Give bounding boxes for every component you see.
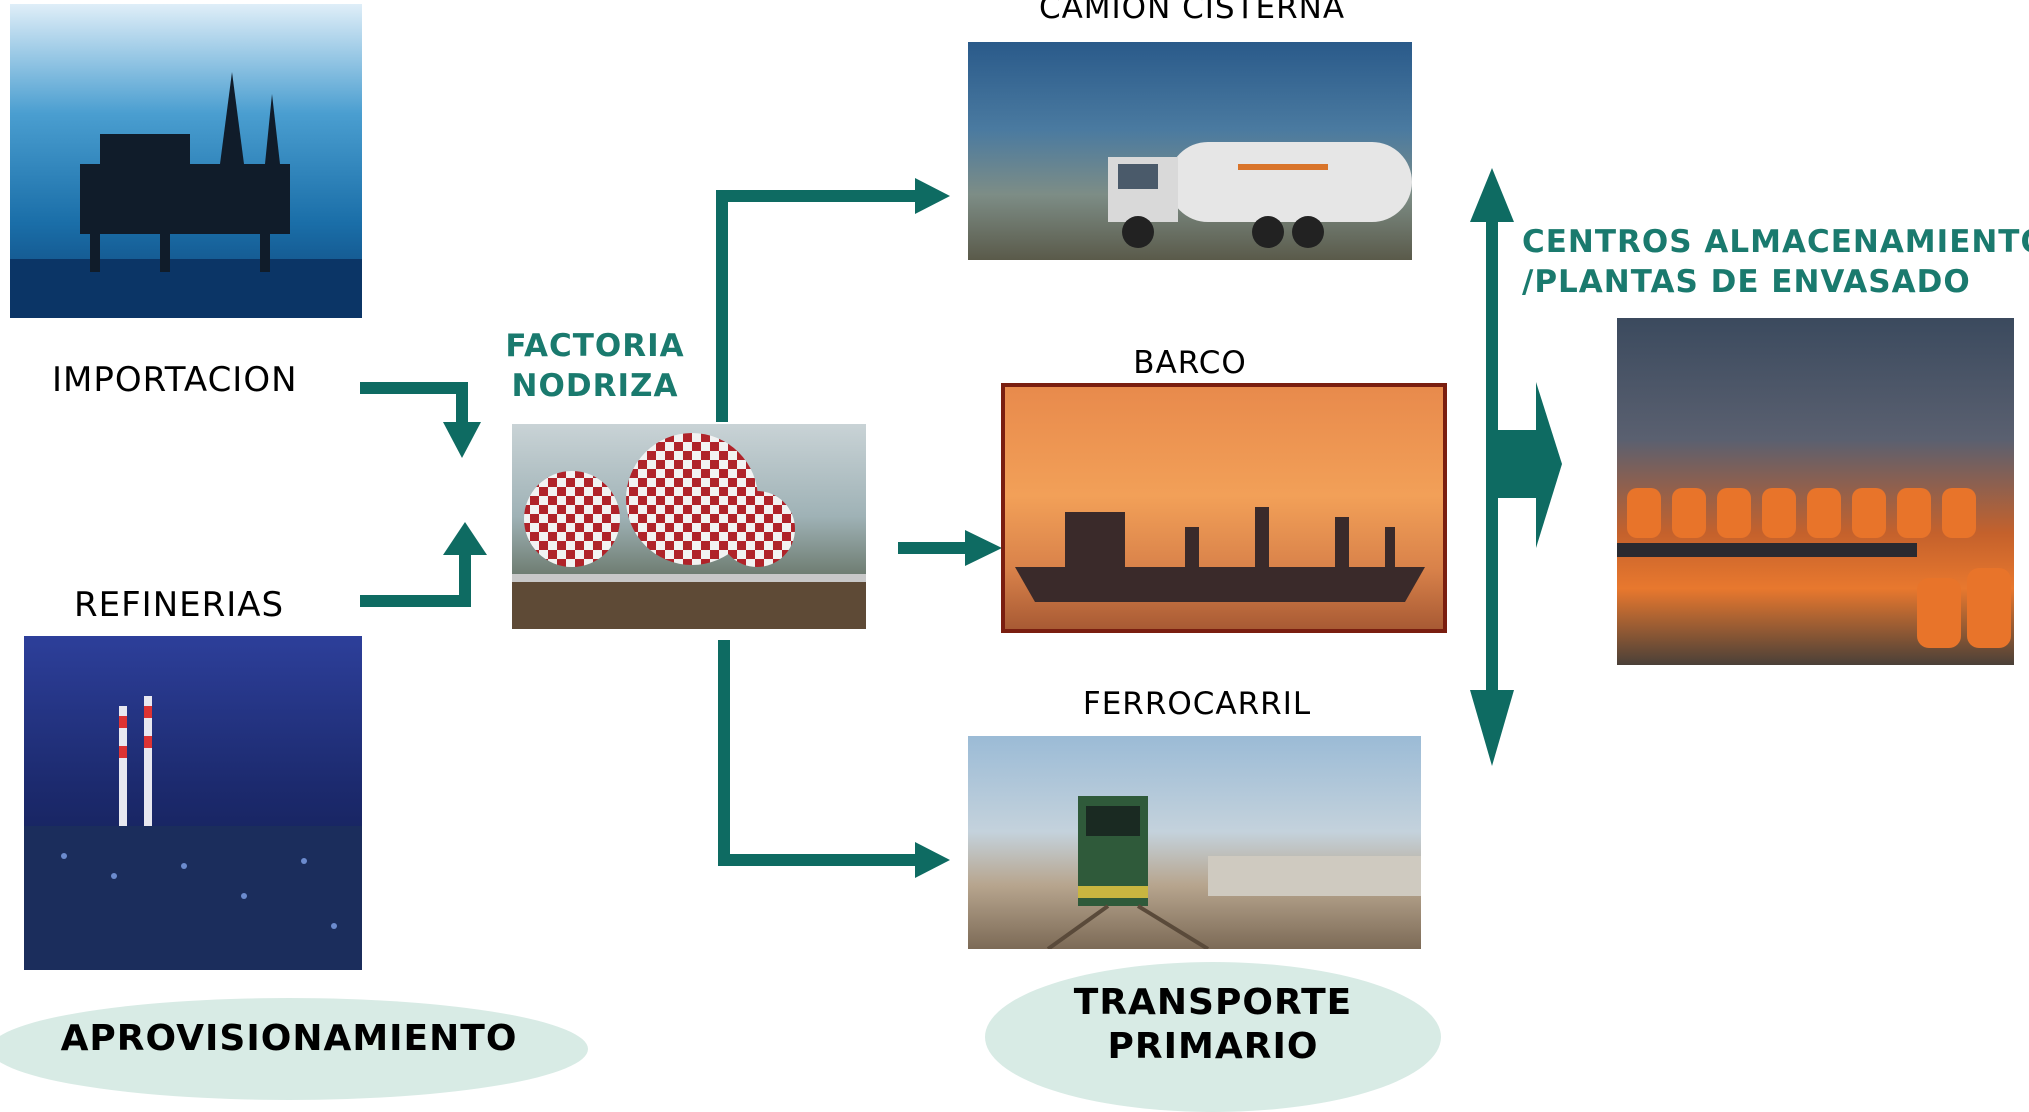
stage-transporte-primario: TRANSPORTE PRIMARIO: [985, 962, 1441, 1112]
ship-image: [1001, 383, 1447, 633]
label-centros: CENTROS ALMACENAMIENTO /PLANTAS DE ENVAS…: [1522, 222, 2029, 302]
arrow-refinerias: [360, 552, 471, 607]
stage-aprovisionamiento-text: APROVISIONAMIENTO: [60, 1018, 518, 1059]
train-image: [968, 736, 1421, 949]
stage-transporte-line1: TRANSPORTE: [1073, 982, 1353, 1023]
spherical-tanks-image: [512, 424, 866, 629]
stage-aprovisionamiento: APROVISIONAMIENTO: [0, 998, 588, 1100]
label-centros-line1: CENTROS ALMACENAMIENTO: [1522, 224, 2029, 260]
label-factoria-nodriza: FACTORIA NODRIZA: [505, 326, 685, 406]
refinery-image: [24, 636, 362, 970]
label-importacion: IMPORTACION: [52, 360, 298, 400]
label-barco: BARCO: [1133, 345, 1247, 381]
stage-transporte-line2: PRIMARIO: [1107, 1026, 1319, 1067]
label-refinerias: REFINERIAS: [74, 585, 285, 625]
label-ferrocarril: FERROCARRIL: [1082, 686, 1312, 722]
label-centros-line2: /PLANTAS DE ENVASADO: [1522, 264, 1971, 300]
bottling-plant-image: [1617, 318, 2014, 665]
label-camion-cisterna: CAMION CISTERNA: [1038, 0, 1346, 26]
label-factoria-line2: NODRIZA: [511, 368, 679, 404]
arrow-ferrocarril: [718, 640, 915, 866]
tanker-truck-image: [968, 42, 1412, 260]
label-factoria-line1: FACTORIA: [505, 328, 685, 364]
arrow-importacion: [360, 382, 468, 425]
offshore-platform-image: [10, 4, 362, 318]
arrow-camion: [716, 190, 915, 422]
